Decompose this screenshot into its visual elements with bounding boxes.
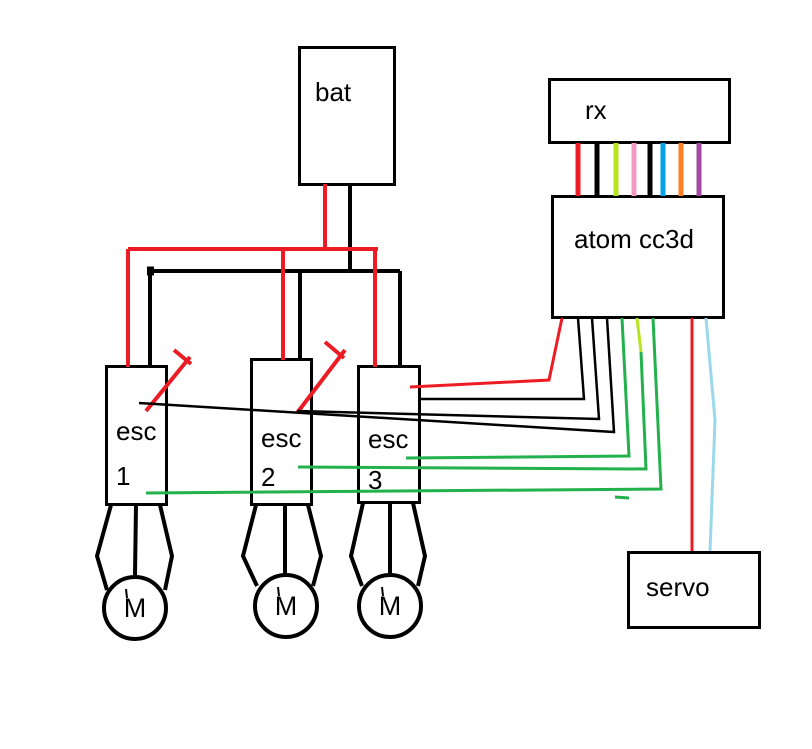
motor2-label: M <box>274 590 298 621</box>
fc-lime-stub <box>635 317 643 353</box>
red-mark-esc1-tick <box>172 348 193 366</box>
motor1-wire-right <box>158 504 175 591</box>
green-dash <box>614 495 630 500</box>
flight-controller-label: atom cc3d <box>574 224 694 254</box>
fc-servo-cyan <box>704 317 717 552</box>
flight-controller-box: atom cc3d <box>551 195 725 319</box>
esc2-number: 2 <box>261 462 276 492</box>
motor1-wire-mid <box>133 504 138 576</box>
motor2-circle: M <box>253 573 319 639</box>
motor2-wire-left <box>240 504 259 587</box>
esc3-number: 3 <box>368 465 383 495</box>
esc2-label: esc <box>261 423 302 453</box>
motor3-label: M <box>378 590 402 621</box>
motor1-wire-left <box>94 504 113 591</box>
receiver-box: rx <box>548 78 731 144</box>
esc3-box: esc 3 <box>357 365 421 504</box>
fc-esc3-black-signal <box>421 317 586 401</box>
servo-box: servo <box>627 551 761 629</box>
fc-esc3-red-signal <box>409 317 564 389</box>
fc-esc3-green-signal <box>405 317 631 460</box>
motor3-wire-right <box>411 502 428 587</box>
receiver-label: rx <box>585 95 607 125</box>
servo-label: servo <box>646 572 710 602</box>
esc1-number: 1 <box>116 461 131 491</box>
fc-esc2-green-signal <box>297 351 648 471</box>
fc-esc2-black-signal <box>296 317 601 421</box>
red-mark-esc2-tick <box>323 340 346 360</box>
esc3-label: esc <box>368 424 409 454</box>
motor1-label: M <box>123 592 147 623</box>
esc2-box: esc 2 <box>250 358 313 506</box>
battery-label: bat <box>315 77 352 107</box>
battery-box: bat <box>298 46 396 186</box>
motor1-circle: M <box>102 575 168 641</box>
motor2-wire-right <box>306 504 324 587</box>
esc1-label: esc <box>116 416 157 446</box>
motor3-wire-left <box>348 502 365 587</box>
motor3-circle: M <box>357 573 423 639</box>
esc1-box: esc 1 <box>105 365 168 506</box>
